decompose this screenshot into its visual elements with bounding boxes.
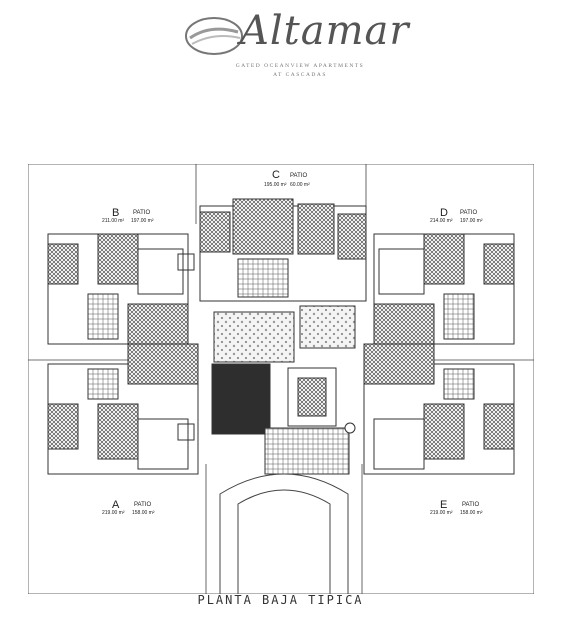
logo-location: AT CASCADAS [273,72,327,78]
unit-c-area: 195.00 m² [264,182,287,188]
unit-d-layout [373,233,515,345]
unit-d-patio-area: 197.00 m² [460,218,483,224]
unit-e-patio-area: 158.00 m² [460,510,483,516]
unit-e-patio-label: PATIO [462,502,479,508]
driveway [219,473,349,594]
unit-b-area: 211.00 m² [102,218,124,224]
unit-label-e: E PATIO 219.00 m² 158.00 m² [430,499,483,516]
unit-e-area: 219.00 m² [430,510,453,516]
unit-b-patio-area: 197.00 m² [131,218,154,224]
plan-caption: PLANTA BAJA TIPICA [197,593,364,607]
unit-c-patio-label: PATIO [290,173,307,179]
unit-a-patio-label: PATIO [134,502,151,508]
unit-a-area: 219.00 m² [102,510,125,516]
unit-c-patio-area: 60.00 m² [290,182,310,188]
unit-label-d: D PATIO 214.00 m² 197.00 m² [430,207,483,224]
unit-a-layout [47,343,199,475]
unit-a-patio-area: 158.00 m² [132,510,155,516]
floor-plan: C PATIO 195.00 m² 60.00 m² B PATIO 211.0… [28,164,534,594]
unit-b-layout [47,233,195,345]
unit-label-c: C PATIO 195.00 m² 60.00 m² [264,169,310,188]
unit-b-patio-label: PATIO [133,210,150,216]
unit-c-id: C [272,169,280,181]
unit-label-a: A PATIO 219.00 m² 158.00 m² [102,499,155,516]
logo-tagline: GATED OCEANVIEW APARTMENTS [235,63,365,69]
unit-label-b: B PATIO 211.00 m² 197.00 m² [102,207,154,224]
unit-d-area: 214.00 m² [430,218,453,224]
unit-a-id: A [112,499,120,511]
unit-e-id: E [440,499,447,511]
logo-name: Altamar [240,8,410,54]
wave-emblem-icon [185,17,243,55]
unit-b-id: B [112,207,119,219]
unit-e-layout [363,343,515,475]
central-core [211,305,356,475]
unit-c-layout [199,198,367,302]
unit-d-id: D [440,207,448,219]
logo: Altamar GATED OCEANVIEW APARTMENTS AT CA… [180,6,409,86]
unit-d-patio-label: PATIO [460,210,477,216]
